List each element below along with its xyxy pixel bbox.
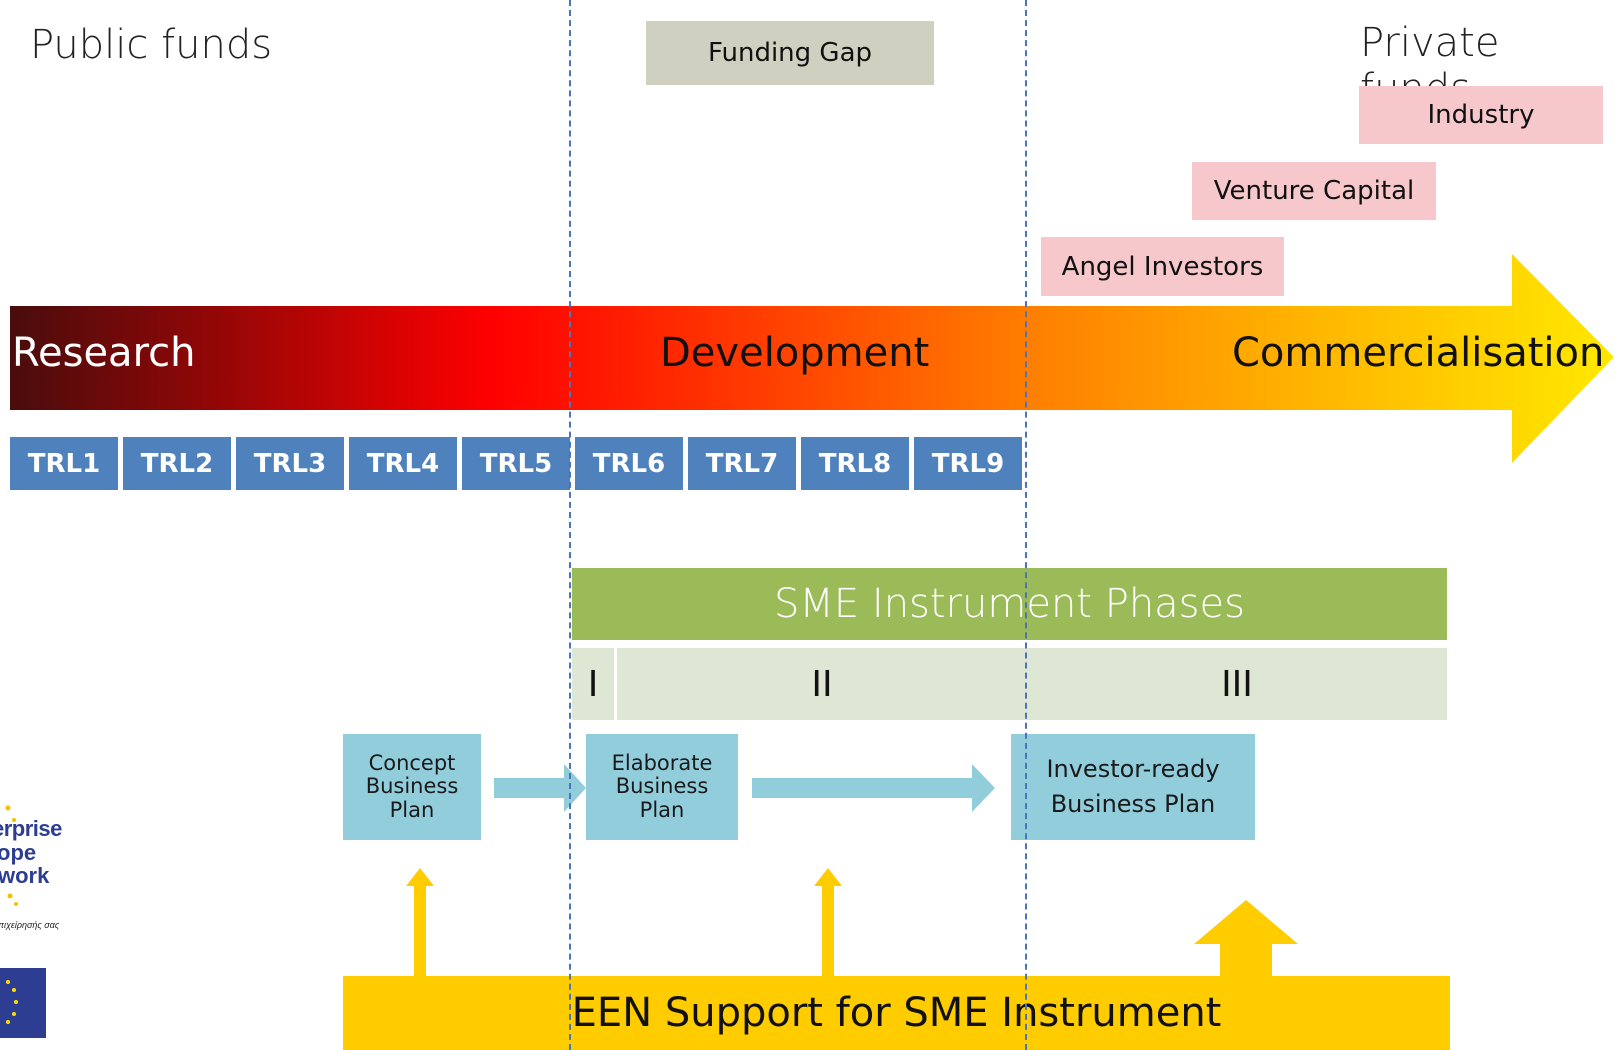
arrow-elaborate-to-investor bbox=[752, 764, 995, 812]
concept-business-plan: Concept Business Plan bbox=[343, 734, 481, 840]
trl-4: TRL4 bbox=[349, 437, 457, 490]
een-logo: erprise ope work επιχείρησής σας bbox=[0, 800, 66, 940]
trl-3: TRL3 bbox=[236, 437, 344, 490]
stage-development: Development bbox=[660, 330, 930, 376]
phase-i: I bbox=[572, 648, 614, 720]
public-funds-label: Public funds bbox=[30, 22, 273, 68]
elaborate-business-plan: Elaborate Business Plan bbox=[586, 734, 738, 840]
support-arrow-1 bbox=[406, 868, 434, 978]
trl-6: TRL6 bbox=[575, 437, 683, 490]
eu-flag-icon bbox=[0, 968, 46, 1038]
divider-line-left bbox=[569, 0, 571, 1050]
angel-investors-label: Angel Investors bbox=[1061, 251, 1264, 282]
trl-2: TRL2 bbox=[123, 437, 231, 490]
funding-gap-box: Funding Gap bbox=[646, 21, 934, 85]
phase-ii-label: II bbox=[811, 663, 833, 705]
een-support-banner: EEN Support for SME Instrument bbox=[343, 976, 1450, 1050]
funding-gap-label: Funding Gap bbox=[707, 38, 873, 68]
een-support-label: EEN Support for SME Instrument bbox=[571, 990, 1222, 1036]
phase-i-label: I bbox=[587, 663, 599, 705]
logo-stars-icon bbox=[5, 805, 18, 906]
trl-9: TRL9 bbox=[914, 437, 1022, 490]
industry-box: Industry bbox=[1359, 86, 1603, 144]
industry-label: Industry bbox=[1427, 100, 1535, 130]
trl-5: TRL5 bbox=[462, 437, 570, 490]
stage-research: Research bbox=[12, 330, 196, 376]
trl-7: TRL7 bbox=[688, 437, 796, 490]
phase-ii: II bbox=[617, 648, 1027, 720]
sme-phases-title: SME Instrument Phases bbox=[774, 581, 1245, 627]
trl-1: TRL1 bbox=[10, 437, 118, 490]
logo-line-1: erprise bbox=[0, 816, 62, 841]
angel-investors-box: Angel Investors bbox=[1041, 237, 1284, 296]
phase-iii: III bbox=[1027, 648, 1447, 720]
support-arrow-3 bbox=[1194, 900, 1298, 980]
divider-line-right bbox=[1025, 0, 1027, 1050]
logo-line-2: ope bbox=[0, 840, 37, 865]
arrow-concept-to-elaborate bbox=[494, 764, 586, 812]
sme-phases-banner bbox=[572, 568, 1447, 640]
venture-capital-box: Venture Capital bbox=[1192, 162, 1436, 220]
venture-capital-label: Venture Capital bbox=[1213, 176, 1415, 206]
innovation-arrow bbox=[10, 254, 1614, 463]
logo-line-3: work bbox=[0, 863, 50, 888]
logo-tagline: επιχείρησής σας bbox=[0, 920, 60, 930]
trl-8: TRL8 bbox=[801, 437, 909, 490]
stage-commercialisation: Commercialisation bbox=[1232, 330, 1605, 376]
support-arrow-2 bbox=[814, 868, 842, 978]
investor-ready-business-plan: Investor-ready Business Plan bbox=[1011, 734, 1255, 840]
phase-iii-label: III bbox=[1221, 663, 1253, 705]
